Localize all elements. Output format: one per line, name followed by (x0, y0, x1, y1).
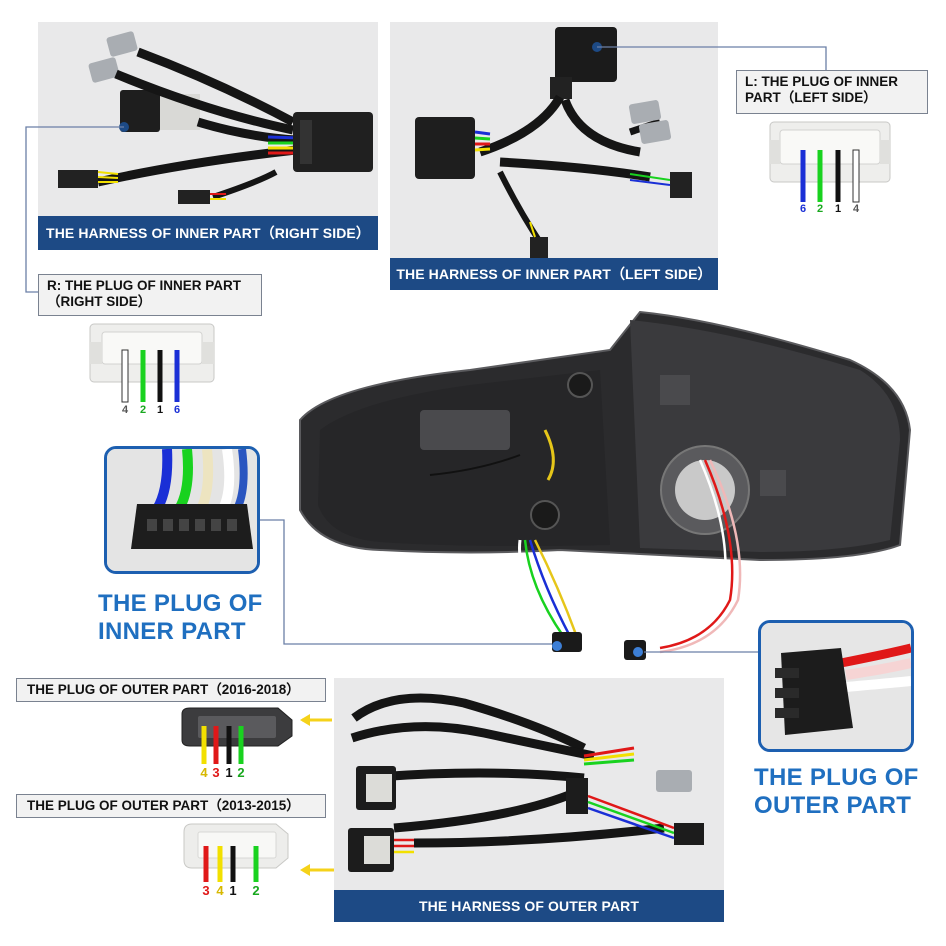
arrow-2013-head (300, 864, 310, 876)
left-plug-pin-3: 1 (834, 203, 842, 215)
left-plug-pin-1: 6 (799, 203, 807, 215)
callout-inner-plug-label: THE PLUG OF INNER PART (98, 590, 263, 646)
outer-2016-pin-4: 2 (237, 765, 245, 780)
label-right-plug: R: THE PLUG OF INNER PART （RIGHT SIDE） (38, 274, 262, 316)
label-left-plug-line1: L: THE PLUG OF INNER (745, 74, 898, 89)
photo-outer-harness: THE HARNESS OF OUTER PART (334, 678, 724, 922)
outer-2013-pin-2: 4 (216, 883, 224, 898)
label-left-plug: L: THE PLUG OF INNER PART（LEFT SIDE） (736, 70, 928, 114)
right-plug-pin-3: 1 (156, 404, 164, 416)
outer-plug-closeup (761, 623, 911, 749)
plug-left-housing (769, 121, 891, 183)
outer-2013-pin-3: 1 (229, 883, 237, 898)
plug-card-left (768, 120, 892, 186)
caption-left-inner-harness: THE HARNESS OF INNER PART（LEFT SIDE） (390, 258, 718, 290)
plug-outer-2013-housing (183, 823, 289, 869)
right-plug-pin-1: 4 (121, 404, 129, 416)
outer-2016-pin-2: 3 (212, 765, 220, 780)
outer-2016-pin-1: 4 (200, 765, 208, 780)
left-plug-pin-2: 2 (816, 203, 824, 215)
label-right-plug-line2: （RIGHT SIDE） (47, 294, 152, 309)
harness-illustration (348, 693, 704, 872)
right-plug-pin-4: 6 (173, 404, 181, 416)
callout-outer-line1: THE PLUG OF (754, 764, 919, 791)
plug-right-housing (89, 323, 215, 383)
callout-outer-line2: OUTER PART (754, 792, 912, 819)
right-plug-pin-2: 2 (139, 404, 147, 416)
callout-inner-plug (104, 446, 260, 574)
label-outer-2013: THE PLUG OF OUTER PART（2013-2015） (16, 794, 326, 818)
outer-2013-pin-1: 3 (202, 883, 210, 898)
plug-outer-2016-housing (181, 707, 293, 747)
label-left-plug-line2: PART（LEFT SIDE） (745, 90, 877, 105)
plug-card-outer-2016 (178, 706, 296, 748)
callout-outer-plug-label: THE PLUG OF OUTER PART (754, 764, 919, 820)
caption-outer-harness: THE HARNESS OF OUTER PART (334, 890, 724, 922)
callout-inner-line1: THE PLUG OF (98, 590, 263, 617)
harness-illustration (415, 27, 692, 263)
outer-2013-pin-4: 2 (252, 883, 260, 898)
label-right-plug-line1: R: THE PLUG OF INNER PART (47, 278, 241, 293)
outer-2016-pin-3: 1 (225, 765, 233, 780)
leader-inner-plug (260, 519, 552, 645)
label-outer-2016: THE PLUG OF OUTER PART（2016-2018） (16, 678, 326, 702)
photo-right-inner-harness: THE HARNESS OF INNER PART（RIGHT SIDE） (38, 22, 378, 250)
arrow-2016-head (300, 714, 310, 726)
caption-right-inner-harness: THE HARNESS OF INNER PART（RIGHT SIDE） (38, 216, 378, 250)
plug-card-outer-2013 (180, 822, 292, 870)
photo-left-inner-harness: THE HARNESS OF INNER PART（LEFT SIDE） (390, 22, 718, 290)
callout-inner-line2: INNER PART (98, 618, 246, 645)
callout-outer-plug (758, 620, 914, 752)
inner-plug-closeup (107, 449, 257, 571)
left-plug-pin-4: 4 (852, 203, 860, 215)
plug-card-right (88, 322, 216, 384)
